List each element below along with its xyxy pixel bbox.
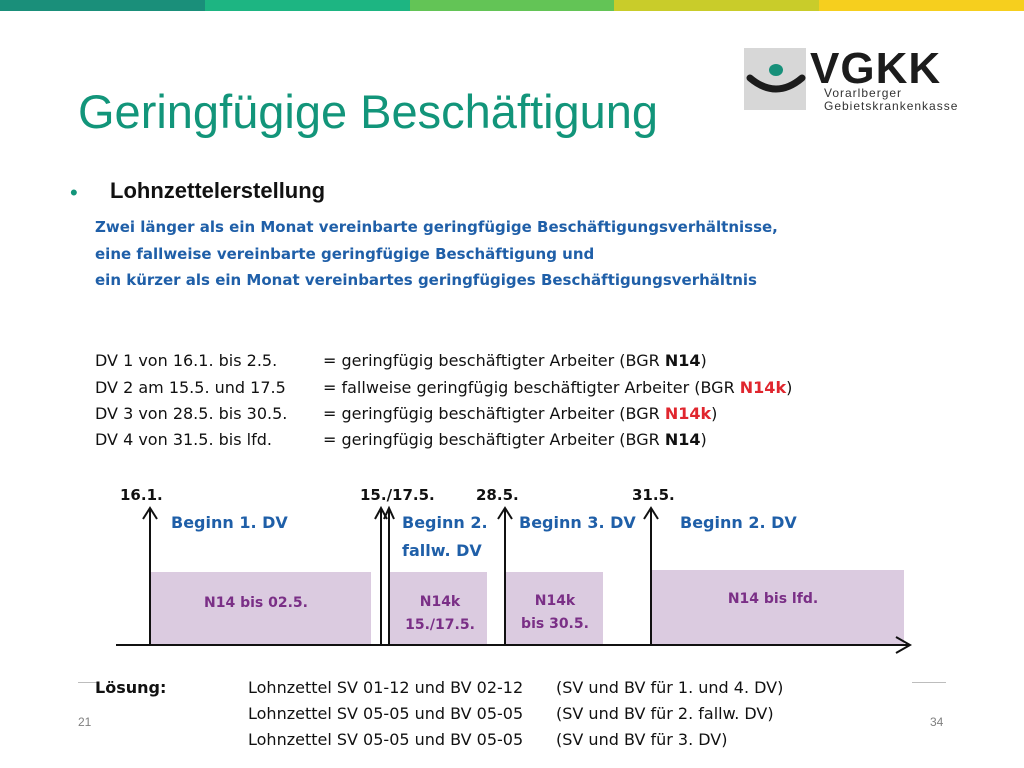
dv-3-code: N14k bbox=[664, 404, 712, 423]
arrowhead-31-5 bbox=[643, 506, 659, 520]
color-stripe-2 bbox=[204, 0, 410, 11]
intro-line-3: ein kürzer als ein Monat vereinbartes ge… bbox=[95, 271, 757, 289]
color-stripe-4 bbox=[614, 0, 820, 11]
footer-rule-left bbox=[78, 682, 98, 683]
arrowhead-17-5 bbox=[383, 505, 395, 520]
dv-2-label: DV 2 am 15.5. und 17.5 bbox=[95, 378, 286, 397]
solution-row-1-text: Lohnzettel SV 01-12 und BV 02-12 bbox=[248, 678, 524, 697]
solution-row-1-note: (SV und BV für 1. und 4. DV) bbox=[556, 678, 784, 697]
top-color-bar bbox=[0, 0, 1024, 11]
slide-title: Geringfügige Beschäftigung bbox=[78, 85, 659, 138]
begin-label-2b: fallw. DV bbox=[402, 541, 482, 560]
date-label-31-5: 31.5. bbox=[632, 486, 675, 504]
logo-subtitle-2: Gebietskrankenkasse bbox=[824, 99, 959, 113]
solution-row-2-note: (SV und BV für 2. fallw. DV) bbox=[556, 704, 774, 723]
bullet-marker: • bbox=[70, 180, 78, 205]
logo-emblem-icon bbox=[744, 48, 806, 110]
section-heading: Lohnzettelerstellung bbox=[110, 178, 326, 203]
box-3-label-1: N14k bbox=[535, 593, 576, 609]
dv-4-label: DV 4 von 31.5. bis lfd. bbox=[95, 430, 272, 449]
dv-1-code: N14 bbox=[664, 351, 701, 370]
page-number-left: 21 bbox=[78, 715, 92, 729]
intro-line-2: eine fallweise vereinbarte geringfügige … bbox=[95, 245, 595, 263]
dv-4-description: = geringfügig beschäftigter Arbeiter (BG… bbox=[323, 430, 707, 449]
date-label-15-17-5: 15./17.5. bbox=[360, 486, 435, 504]
axis-arrowhead bbox=[895, 636, 913, 654]
dv-2-code: N14k bbox=[739, 378, 787, 397]
arrowhead-16-1 bbox=[142, 506, 158, 520]
color-stripe-5 bbox=[819, 0, 1024, 11]
intro-line-1: Zwei länger als ein Monat vereinbarte ge… bbox=[95, 218, 778, 236]
dv-2-close: ) bbox=[786, 378, 793, 397]
dv-1-description: = geringfügig beschäftigter Arbeiter (BG… bbox=[323, 351, 707, 370]
dv-3-description: = geringfügig beschäftigter Arbeiter (BG… bbox=[323, 404, 717, 423]
period-box-3 bbox=[506, 572, 603, 645]
box-3-label-2: bis 30.5. bbox=[521, 616, 589, 632]
box-1-label: N14 bis 02.5. bbox=[204, 595, 308, 611]
dv-2-description: = fallweise geringfügig beschäftigter Ar… bbox=[323, 378, 792, 397]
solution-row-2-text: Lohnzettel SV 05-05 und BV 05-05 bbox=[248, 704, 524, 723]
vgkk-logo: VGKK Vorarlberger Gebietskrankenkasse bbox=[744, 44, 960, 113]
dv-2-desc-text: = fallweise geringfügig beschäftigter Ar… bbox=[323, 378, 740, 397]
logo-wordmark: VGKK bbox=[810, 44, 942, 93]
page-number-right: 34 bbox=[930, 715, 944, 729]
dv-4-code: N14 bbox=[664, 430, 701, 449]
begin-label-1: Beginn 1. DV bbox=[171, 513, 288, 532]
box-4-label: N14 bis lfd. bbox=[728, 591, 818, 607]
period-box-1 bbox=[150, 572, 371, 645]
arrowhead-28-5 bbox=[497, 506, 513, 520]
period-box-4 bbox=[652, 570, 904, 645]
dv-3-label: DV 3 von 28.5. bis 30.5. bbox=[95, 404, 288, 423]
date-label-28-5: 28.5. bbox=[476, 486, 519, 504]
dv-1-desc-text: = geringfügig beschäftigter Arbeiter (BG… bbox=[323, 351, 665, 370]
solution-row-3-text: Lohnzettel SV 05-05 und BV 05-05 bbox=[248, 730, 524, 749]
color-stripe-3 bbox=[409, 0, 615, 11]
dv-1-label: DV 1 von 16.1. bis 2.5. bbox=[95, 351, 278, 370]
solution-row-3-note: (SV und BV für 3. DV) bbox=[556, 730, 728, 749]
logo-subtitle-1: Vorarlberger bbox=[824, 86, 903, 100]
begin-label-4: Beginn 2. DV bbox=[680, 513, 797, 532]
dv-4-desc-text: = geringfügig beschäftigter Arbeiter (BG… bbox=[323, 430, 665, 449]
solution-label: Lösung: bbox=[95, 678, 167, 697]
begin-label-3: Beginn 3. DV bbox=[519, 513, 636, 532]
dv-4-close: ) bbox=[700, 430, 707, 449]
footer-rule-right bbox=[912, 682, 946, 683]
date-label-16-1: 16.1. bbox=[120, 486, 163, 504]
box-2-label-1: N14k bbox=[420, 594, 461, 610]
dv-3-desc-text: = geringfügig beschäftigter Arbeiter (BG… bbox=[323, 404, 665, 423]
color-stripe-1 bbox=[0, 0, 205, 11]
box-2-label-2: 15./17.5. bbox=[405, 617, 475, 633]
dv-1-close: ) bbox=[700, 351, 707, 370]
dv-3-close: ) bbox=[711, 404, 718, 423]
period-box-2 bbox=[390, 572, 487, 645]
begin-label-2a: Beginn 2. bbox=[402, 513, 488, 532]
